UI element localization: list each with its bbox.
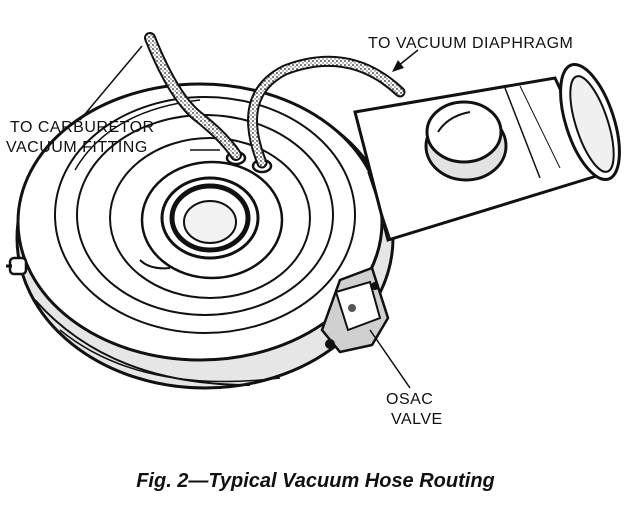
leader-lines	[79, 45, 419, 389]
vacuum-hoses	[144, 32, 406, 169]
label-osac-line2: VALVE	[391, 411, 443, 428]
label-carburetor-line2: VACUUM FITTING	[6, 139, 148, 156]
side-stud	[6, 256, 28, 276]
label-carburetor-line1: TO CARBURETOR	[10, 119, 155, 136]
figure-caption: Fig. 2—Typical Vacuum Hose Routing	[136, 470, 495, 492]
label-osac-line1: OSAC	[386, 391, 434, 408]
label-vacuum-diaphragm: TO VACUUM DIAPHRAGM	[368, 35, 574, 52]
vacuum-diaphragm-motor	[424, 100, 508, 182]
center-wing-nut	[160, 176, 260, 260]
